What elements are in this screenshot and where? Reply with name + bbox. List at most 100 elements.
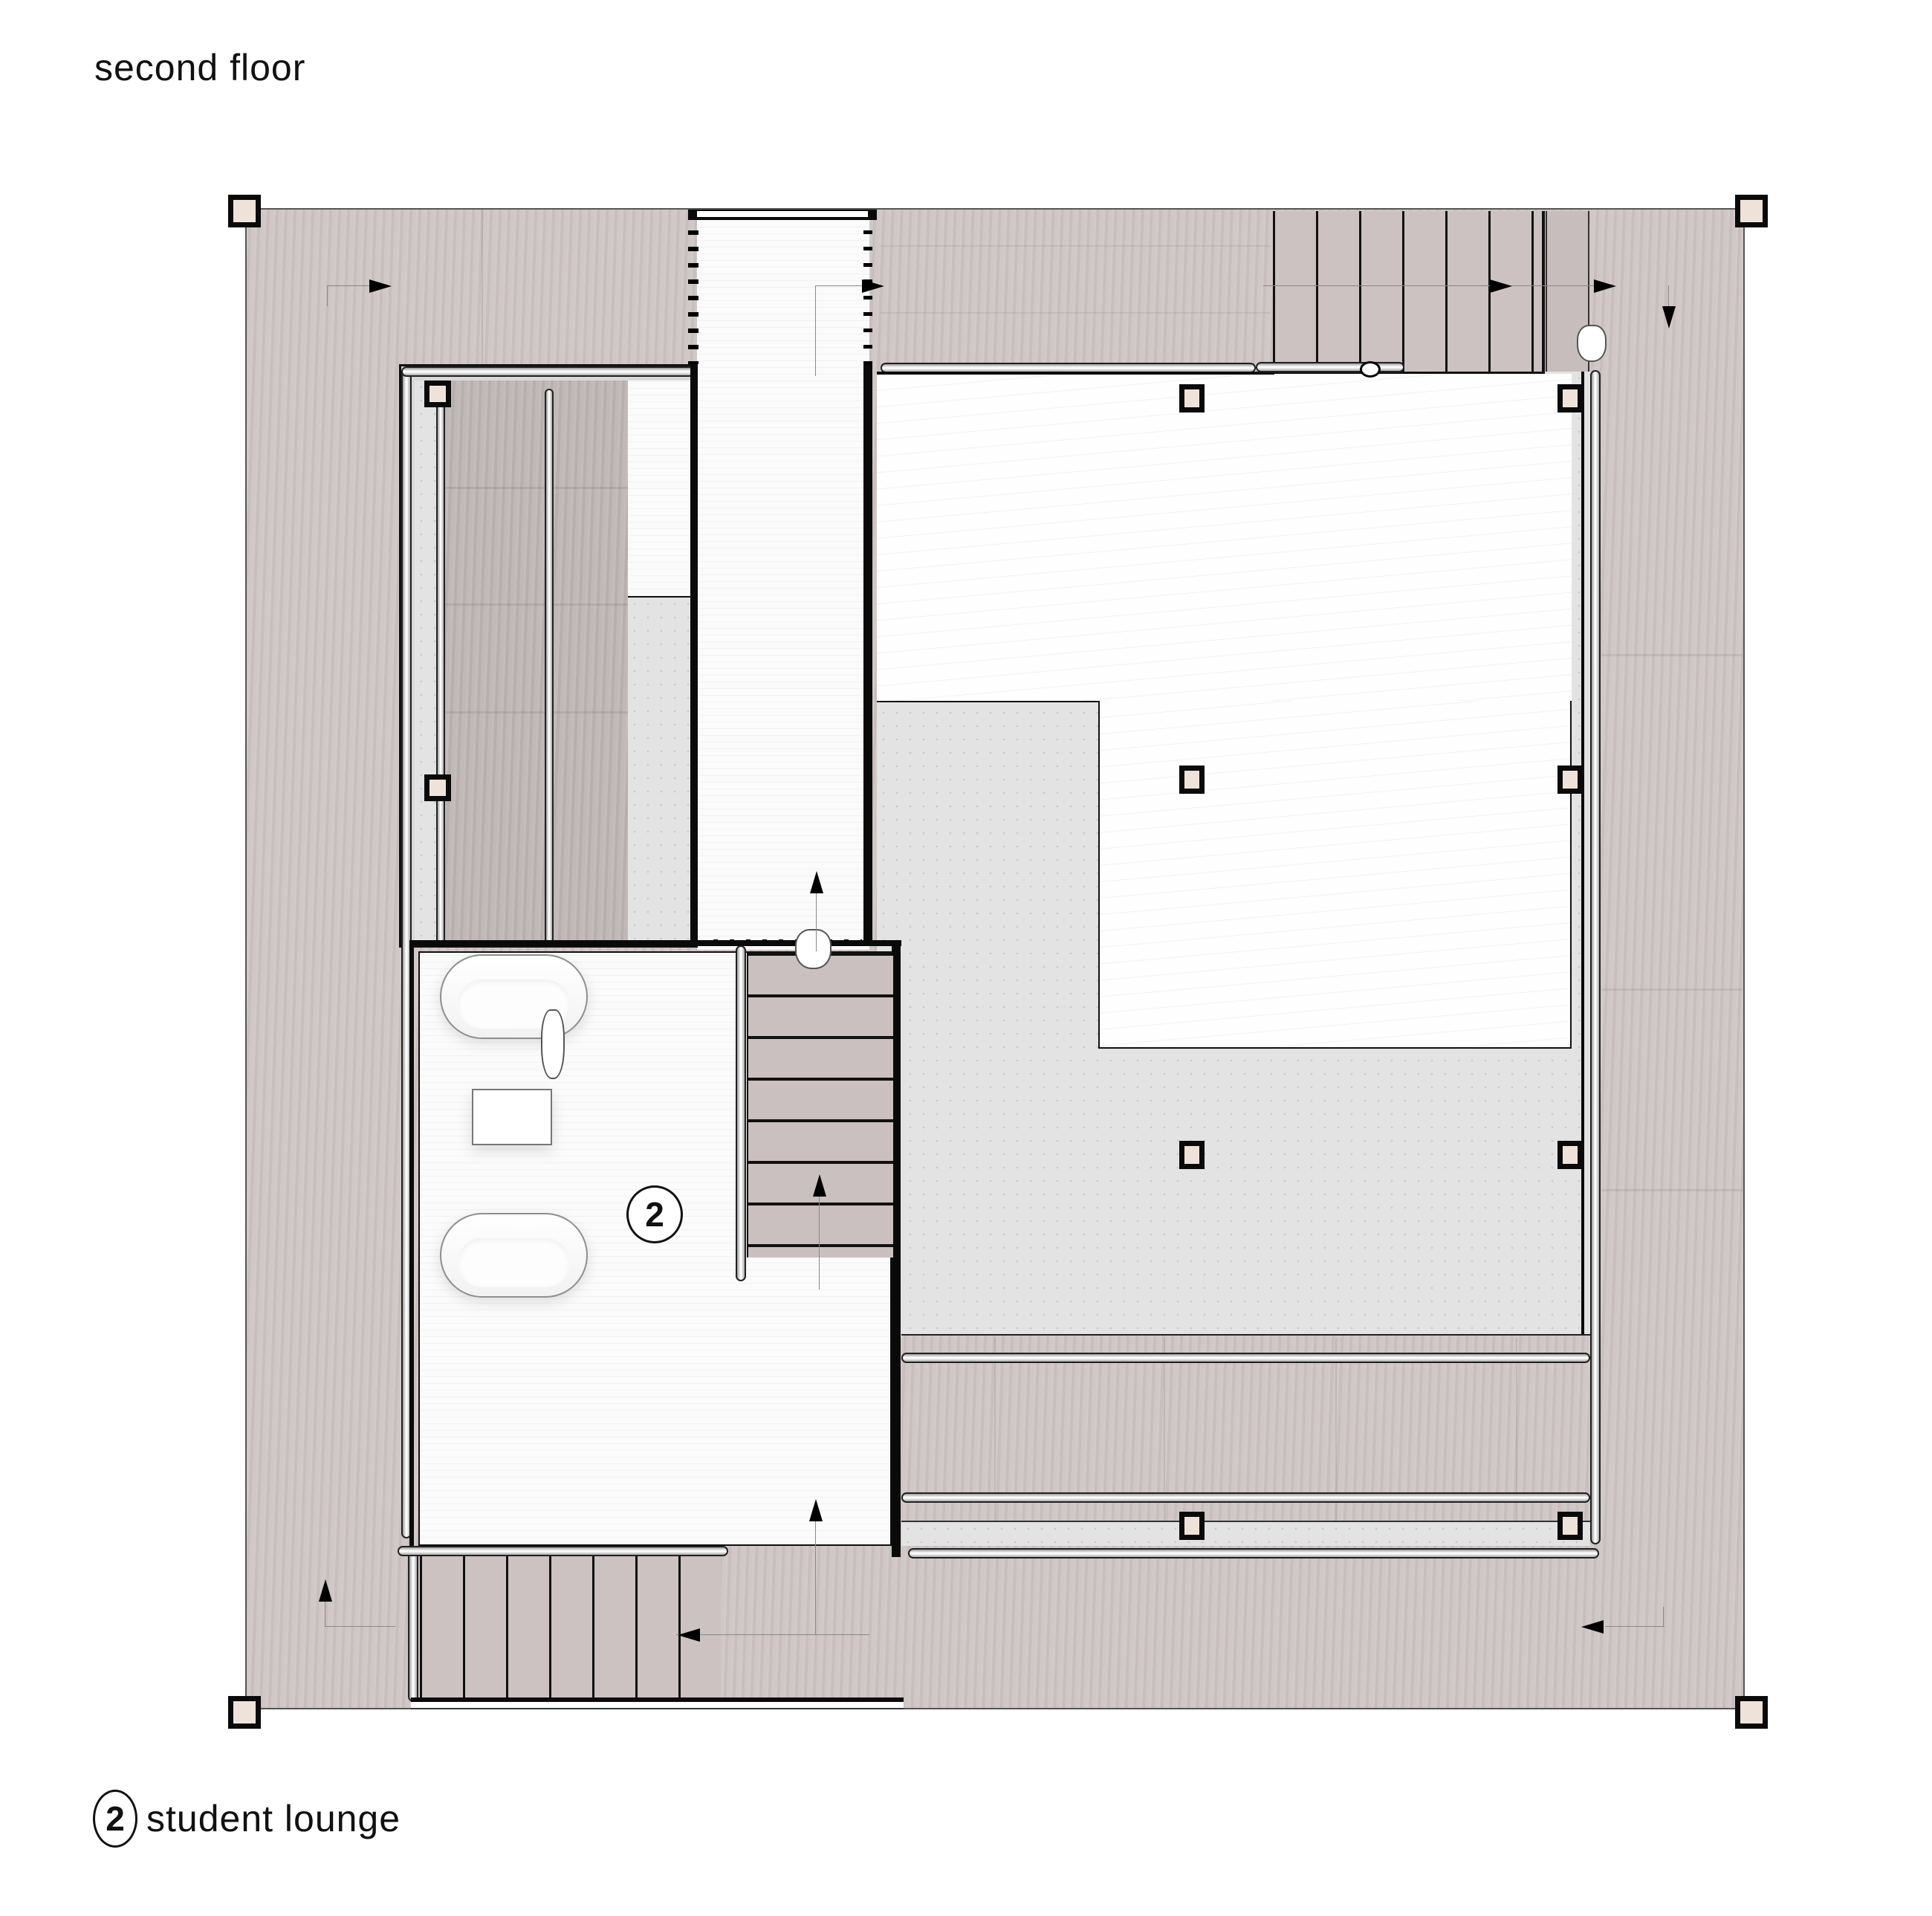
person-icon	[541, 1009, 565, 1079]
arrow-right-icon	[1594, 279, 1616, 293]
column	[1557, 1141, 1583, 1169]
plank-joint	[1164, 1338, 1165, 1531]
corridor-wall-right	[863, 364, 872, 940]
arrow-right-icon	[862, 279, 884, 293]
shaft-landing	[628, 381, 691, 596]
plank-joint	[1516, 1338, 1517, 1531]
corridor-wall-left	[690, 364, 698, 948]
plank-joint	[1601, 1189, 1743, 1191]
plank-joint	[1335, 1338, 1337, 1531]
lounge-wall-right	[892, 940, 901, 1557]
plank-joint	[881, 245, 1271, 247]
arrow-up-icon	[809, 1499, 823, 1521]
room-tag-student-lounge[interactable]: 2	[626, 1185, 683, 1243]
arrow-up-icon	[319, 1579, 332, 1602]
arrow-down-icon	[1662, 306, 1676, 328]
stair-handrail-top	[398, 1546, 728, 1556]
arrow-up-icon	[810, 871, 823, 893]
column	[1557, 384, 1583, 412]
corridor-dashed-edge-right	[863, 230, 872, 364]
column	[424, 774, 451, 801]
circulation-path	[815, 285, 816, 376]
circulation-path	[1605, 1626, 1664, 1627]
circulation-path	[816, 877, 817, 951]
column	[1179, 384, 1205, 412]
person-icon	[1577, 325, 1607, 362]
circulation-path	[327, 285, 372, 286]
lower-walkway	[901, 1521, 1590, 1546]
plank-joint	[440, 711, 628, 713]
corridor-top-glazing	[697, 211, 868, 217]
corner-column-top-left	[228, 195, 261, 227]
plank-joint	[482, 210, 483, 366]
arrow-right-icon	[369, 279, 392, 293]
stair-handrail-left	[408, 1546, 418, 1702]
corner-column-bottom-left	[228, 1696, 261, 1729]
circulation-path	[815, 285, 867, 286]
circulation-path	[815, 1512, 816, 1635]
circulation-path	[819, 1182, 820, 1289]
handrail	[901, 1353, 1590, 1363]
lounge-wall-top	[411, 940, 901, 946]
handrail	[901, 1492, 1590, 1503]
lounge-wall-left	[409, 940, 414, 1557]
corner-column-bottom-right	[1735, 1696, 1768, 1729]
shaft-void-wood	[440, 381, 629, 943]
handrail-end-cap	[1360, 361, 1381, 378]
column	[1179, 766, 1205, 794]
column	[1557, 1512, 1583, 1540]
plank-joint	[1601, 988, 1743, 991]
stair-handrail	[1256, 362, 1404, 372]
circulation-path	[676, 1634, 869, 1635]
room-tag-number: 2	[645, 1195, 664, 1234]
circulation-path	[325, 1626, 395, 1627]
circulation-path	[1663, 1607, 1664, 1627]
main-hall-top-wall	[877, 372, 1274, 375]
person-icon	[795, 929, 832, 969]
plank-joint	[881, 312, 1271, 314]
arrow-left-icon	[678, 1628, 700, 1642]
glass-rail	[436, 390, 445, 944]
circulation-path	[1263, 285, 1605, 286]
legend: 2 student lounge	[93, 1790, 401, 1848]
corner-column-top-right	[1735, 195, 1768, 227]
handrail-top	[401, 366, 695, 377]
sofa-bottom	[440, 1213, 588, 1298]
column	[424, 381, 451, 407]
bottom-handrail	[908, 1548, 1599, 1559]
central-corridor	[697, 220, 869, 950]
column	[1179, 1512, 1205, 1540]
column	[1179, 1141, 1205, 1169]
plank-joint	[440, 603, 628, 606]
stair-lounge	[747, 953, 893, 1258]
page-title: second floor	[94, 47, 306, 88]
plank-joint	[1601, 654, 1743, 656]
bottom-wall	[411, 1697, 904, 1702]
legend-number: 2	[106, 1799, 125, 1838]
raised-platform-top	[877, 374, 1572, 702]
glass-rail	[545, 389, 554, 944]
shaft-side-strip	[415, 381, 440, 943]
corridor-dashed-edge-left	[688, 230, 698, 364]
bottom-glazing	[411, 1702, 904, 1709]
raised-platform	[1098, 701, 1572, 1049]
arrow-up-icon	[813, 1174, 826, 1197]
main-hall-right-wall	[1581, 372, 1584, 1542]
stair-bottom-left	[420, 1556, 721, 1700]
shaft-landing-dotted	[628, 596, 691, 945]
arrow-left-icon	[1581, 1620, 1604, 1634]
sofa-top	[440, 954, 588, 1039]
coffee-table	[472, 1089, 552, 1145]
plank-joint	[994, 1338, 996, 1531]
lower-deck-strip	[901, 1334, 1590, 1536]
plank-joint	[440, 487, 628, 489]
circulation-path	[327, 285, 328, 306]
right-handrail	[1590, 370, 1601, 1544]
platform-edge	[877, 701, 1100, 702]
circulation-path	[1668, 285, 1669, 308]
stair-handrail-lounge	[736, 945, 746, 1281]
legend-label: student lounge	[146, 1798, 401, 1839]
arrow-right-icon	[1490, 279, 1512, 293]
legend-number-badge: 2	[93, 1790, 137, 1848]
